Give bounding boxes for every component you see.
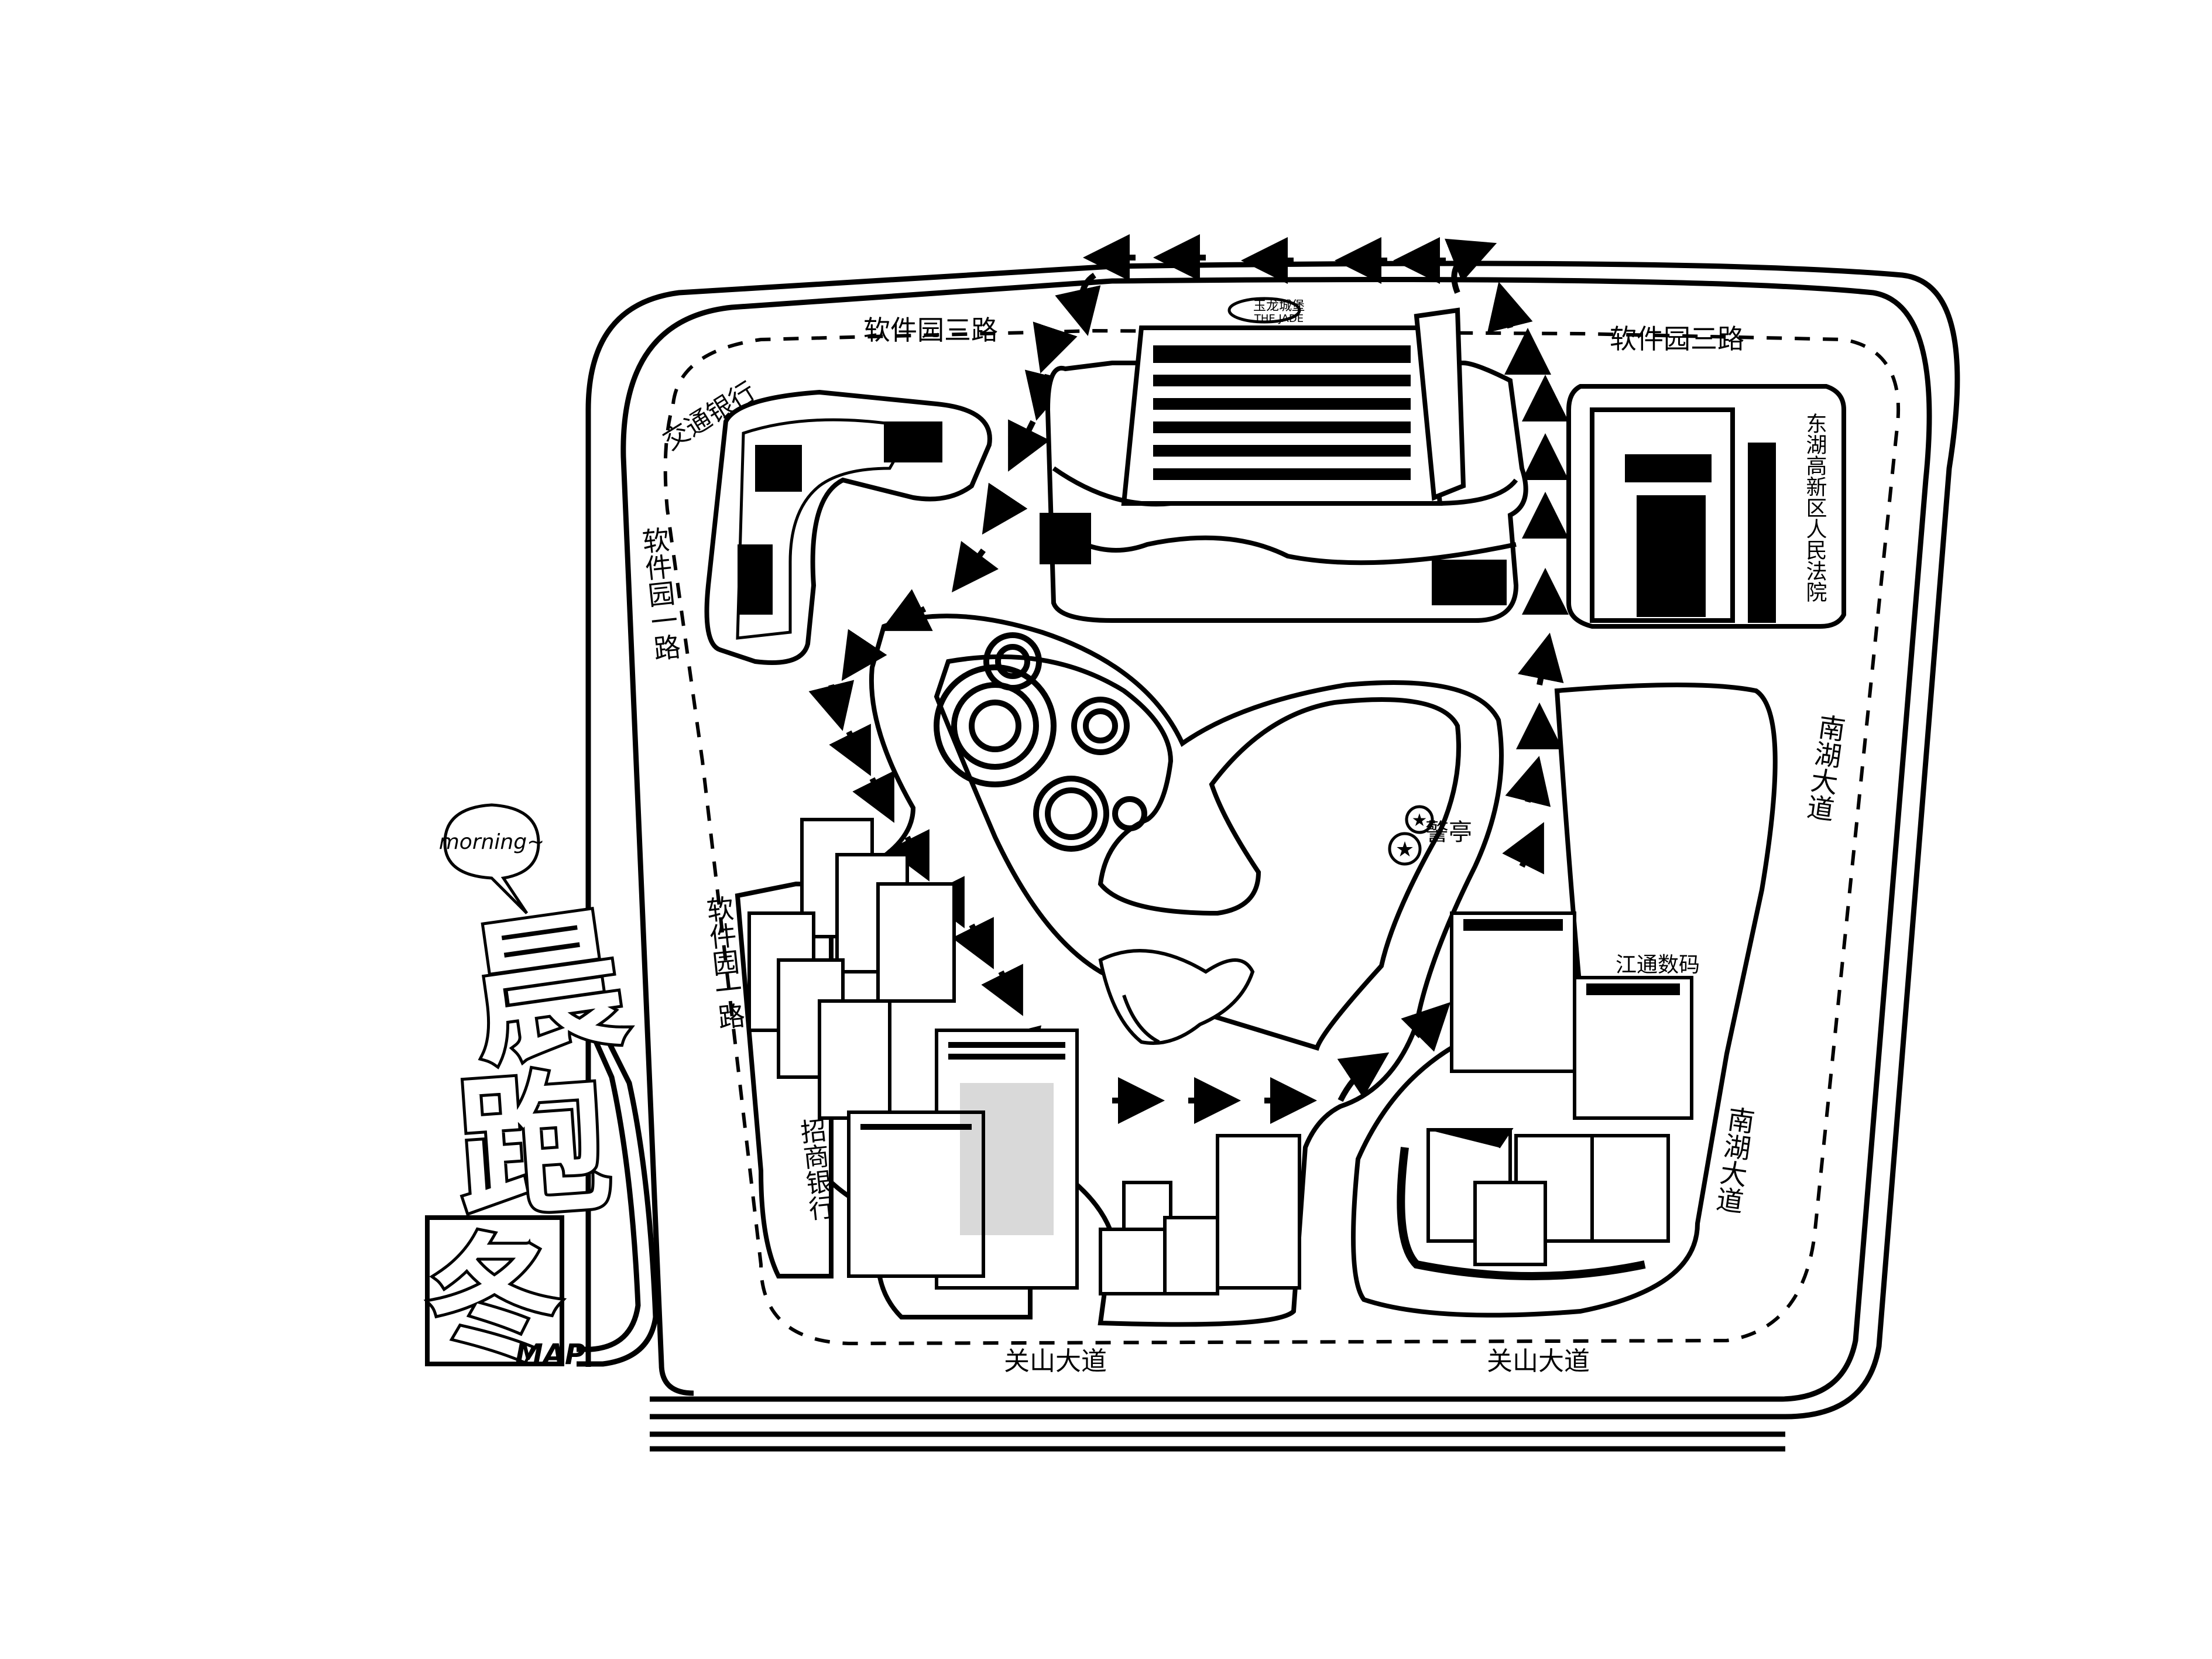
label-jiangtong: 江通数码 (1616, 953, 1700, 977)
title-char-2: 跑 (452, 1054, 616, 1241)
speech-bubble-text: morning~ (439, 830, 545, 854)
office-cluster-center (1099, 1134, 1301, 1295)
dashed-route (663, 328, 1900, 1346)
label-police: 警亭 (1425, 819, 1472, 846)
road-label-right-upper: 南湖大道 (1802, 712, 1848, 823)
run-direction-arrows (808, 234, 1569, 1124)
jade-hotel-building (1040, 297, 1528, 623)
title-char-1: 晨 (459, 891, 635, 1087)
hotel-logo-cn: 玉龙城堡 (1253, 299, 1305, 314)
label-court: 东湖高新区人民法院 (1803, 413, 1827, 602)
road-label-bottom-right: 关山大道 (1487, 1346, 1590, 1376)
police-star-icon: ★ ★ (1388, 805, 1434, 866)
svg-text:★: ★ (1395, 838, 1414, 862)
fan-sculpture (1098, 949, 1255, 1045)
court-building (1566, 384, 1846, 629)
office-cluster-right (1397, 911, 1693, 1280)
road-label-right-lower: 南湖大道 (1711, 1104, 1757, 1215)
outer-road (585, 260, 1960, 1452)
speech-bubble: morning~ (439, 803, 545, 914)
map-tag: MAP (515, 1338, 585, 1371)
title-block: 晨 跑 冬 MAP (424, 888, 637, 1382)
decorative-rings (934, 632, 1147, 852)
title-spur-road (577, 1023, 659, 1367)
road-label-left-upper: 软件园一路 (637, 525, 683, 662)
bocom-building (704, 389, 992, 665)
road-label-top-right: 软件园三路 (1610, 323, 1744, 355)
road-label-bottom-left: 关山大道 (1004, 1346, 1107, 1376)
office-cluster-left (735, 818, 1079, 1290)
title-char-3: 冬 (427, 1222, 562, 1379)
hotel-logo-en: THE JADE (1254, 313, 1304, 325)
title-char-3-box (425, 1215, 564, 1366)
svg-text:★: ★ (1412, 810, 1428, 831)
road-label-top-left: 软件园三路 (863, 314, 998, 346)
